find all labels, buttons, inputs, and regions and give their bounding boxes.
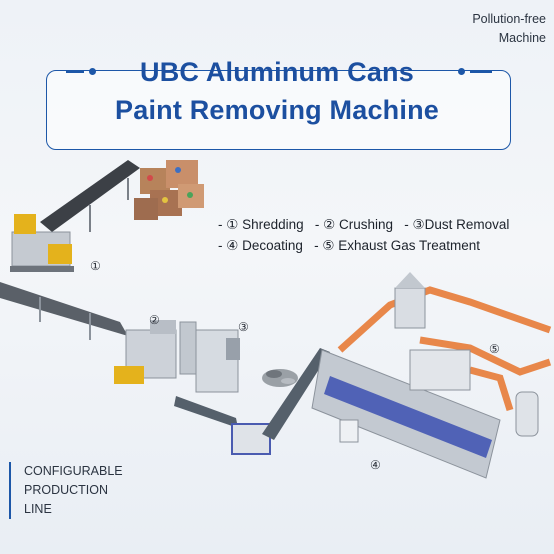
crushed-cans [262, 369, 298, 387]
process-steps-row-2: - ④ Decoating - ⑤ Exhaust Gas Treatment [218, 238, 481, 253]
exhaust-pipework [337, 286, 552, 412]
marker-3: ③ [238, 320, 249, 334]
pollution-free-note: Pollution-free Machine [472, 10, 546, 48]
can-bales [134, 160, 204, 220]
config-line-2: PRODUCTION [24, 483, 109, 497]
title-dash-left [66, 71, 84, 73]
dust-removal-unit [179, 321, 240, 393]
title-dot-right [458, 68, 465, 75]
marker-2: ② [149, 313, 160, 327]
marker-4: ④ [370, 458, 381, 472]
title-dash-right [470, 71, 492, 73]
title-frame [46, 70, 511, 150]
shredder [10, 214, 74, 272]
decoating-kiln [311, 349, 501, 479]
configurable-production-line-label: CONFIGURABLE PRODUCTION LINE [9, 462, 123, 519]
note-line-1: Pollution-free [472, 12, 546, 26]
title-line-1: UBC Aluminum Cans [140, 57, 414, 87]
marker-5: ⑤ [489, 342, 500, 356]
config-line-3: LINE [24, 502, 52, 516]
title-dot-left [89, 68, 96, 75]
marker-1: ① [90, 259, 101, 273]
note-line-2: Machine [498, 31, 546, 45]
exhaust-equipment [394, 272, 539, 437]
crusher [114, 320, 177, 384]
process-steps-row-1: - ① Shredding - ② Crushing - ③Dust Remov… [218, 217, 510, 232]
discharge-conveyor [174, 348, 330, 455]
title-line-2: Paint Removing Machine [115, 95, 439, 125]
config-line-1: CONFIGURABLE [24, 464, 123, 478]
transfer-conveyor [0, 282, 128, 340]
